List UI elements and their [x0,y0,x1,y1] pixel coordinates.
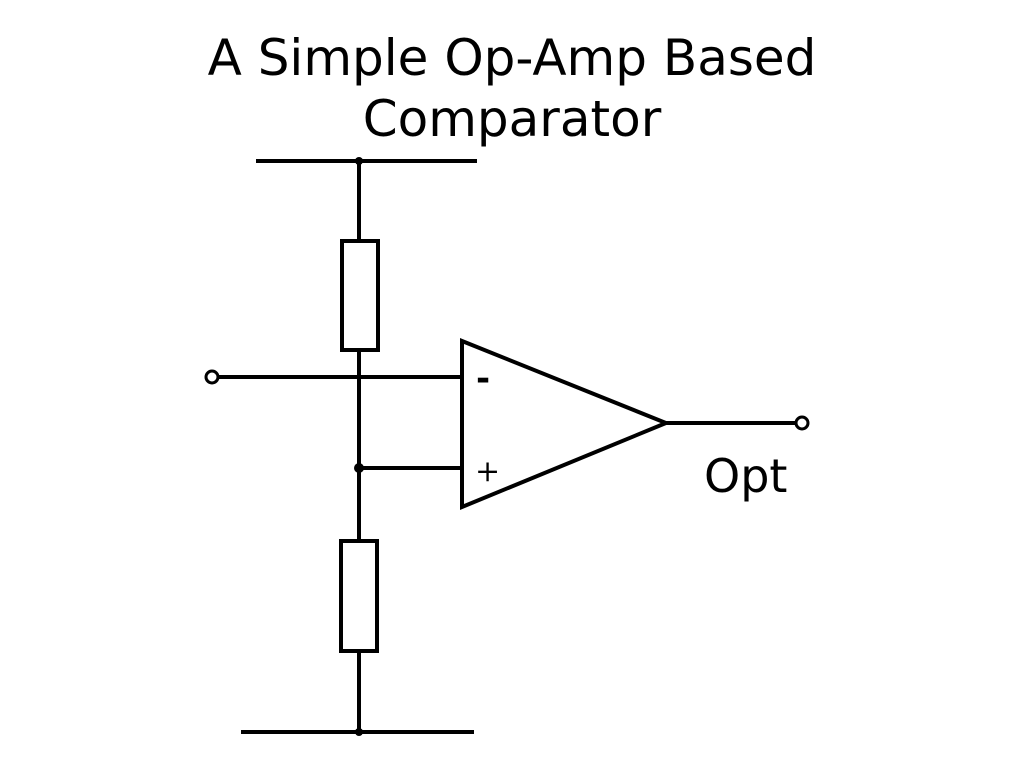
bottom-resistor [339,539,379,653]
reference-junction-dot [354,463,364,473]
inverting-input-sign: - [476,359,490,399]
bottom-junction-dot [355,728,363,736]
op-amp-symbol [460,338,672,510]
input-terminal [204,369,220,385]
slide-title: A Simple Op-Amp Based Comparator [0,28,1024,150]
slide-title-line-1: A Simple Op-Amp Based [207,29,817,87]
top-resistor [340,239,380,352]
noninverting-input-sign: + [475,454,500,489]
top-junction-dot [355,157,363,165]
output-label: Opt [704,449,787,503]
output-terminal [794,415,810,431]
slide-title-line-2: Comparator [362,90,662,148]
